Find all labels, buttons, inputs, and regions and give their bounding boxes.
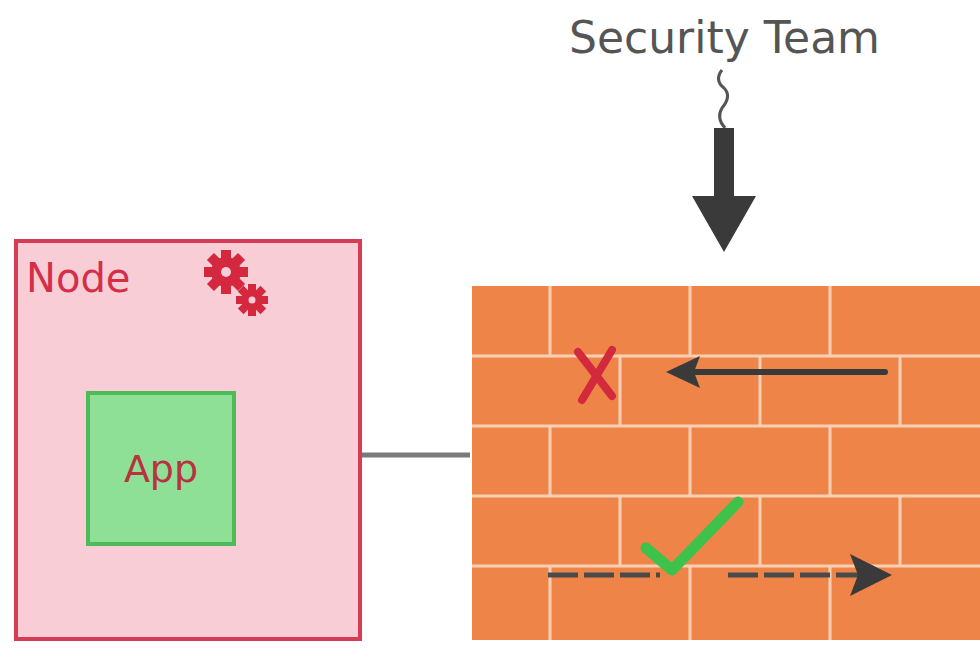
blocked-inbound-arrow (578, 350, 885, 400)
app-label: App (124, 447, 198, 491)
node-outline (16, 241, 360, 639)
node-box: NodeApp (16, 241, 360, 639)
firewall-wall (472, 286, 980, 640)
gear-icon (195, 241, 275, 323)
node-title: Node (26, 255, 130, 301)
connection-line (362, 453, 470, 458)
app-box: App (86, 391, 236, 546)
allowed-outbound-arrow (548, 502, 892, 596)
pointer-arrow (692, 70, 756, 252)
team-label: Security Team (569, 12, 880, 63)
